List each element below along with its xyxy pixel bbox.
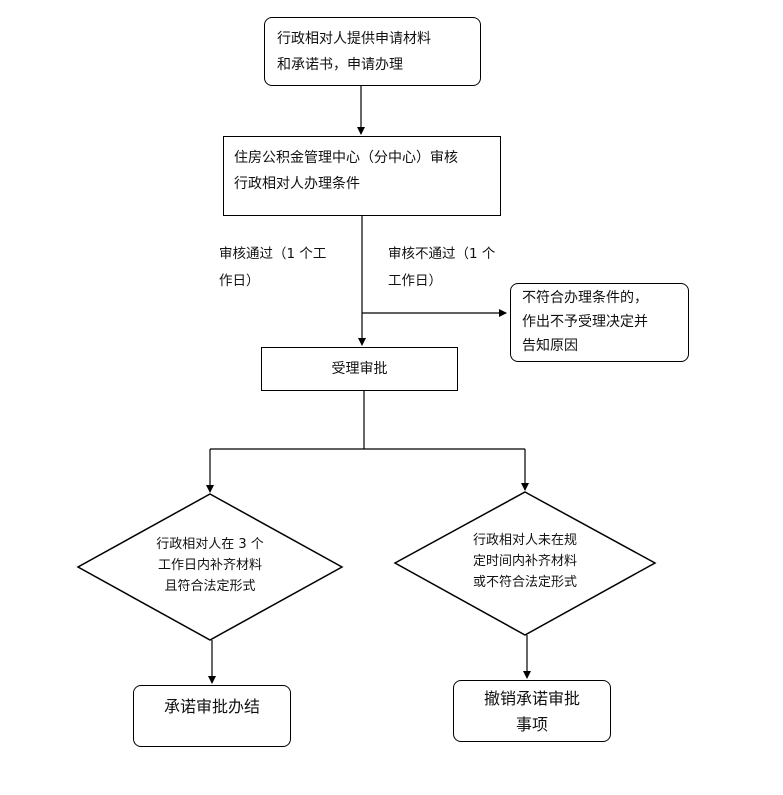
diamond-cond-fail-text: 行政相对人未在规 定时间内补齐材料 或不符合法定形式	[472, 533, 577, 590]
node-apply: 行政相对人提供申请材料 和承诺书，申请办理	[264, 17, 481, 86]
node-accept-text: 受理审批	[331, 361, 388, 377]
node-reject: 不符合办理条件的， 作出不予受理决定并 告知原因	[510, 283, 689, 362]
diamond-cond-ok	[76, 493, 344, 641]
node-reject-text: 不符合办理条件的， 作出不予受理决定并 告知原因	[522, 290, 648, 354]
node-done-text: 承诺审批办结	[163, 697, 260, 716]
edge-label-pass: 审核通过（1 个工 作日）	[219, 246, 327, 289]
node-review: 住房公积金管理中心（分中心）审核 行政相对人办理条件	[223, 136, 501, 216]
node-revoke: 撤销承诺审批 事项	[453, 680, 611, 742]
diamond-cond-fail	[393, 491, 657, 636]
node-done: 承诺审批办结	[133, 685, 291, 747]
node-apply-text: 行政相对人提供申请材料 和承诺书，申请办理	[277, 31, 431, 73]
node-revoke-text: 撤销承诺审批 事项	[483, 689, 580, 734]
diamond-cond-ok-text: 行政相对人在 3 个 工作日内补齐材料 且符合法定形式	[156, 537, 264, 594]
node-review-text: 住房公积金管理中心（分中心）审核 行政相对人办理条件	[234, 150, 458, 192]
edge-label-fail: 审核不通过（1 个 工作日）	[388, 246, 496, 289]
node-accept: 受理审批	[261, 347, 458, 391]
